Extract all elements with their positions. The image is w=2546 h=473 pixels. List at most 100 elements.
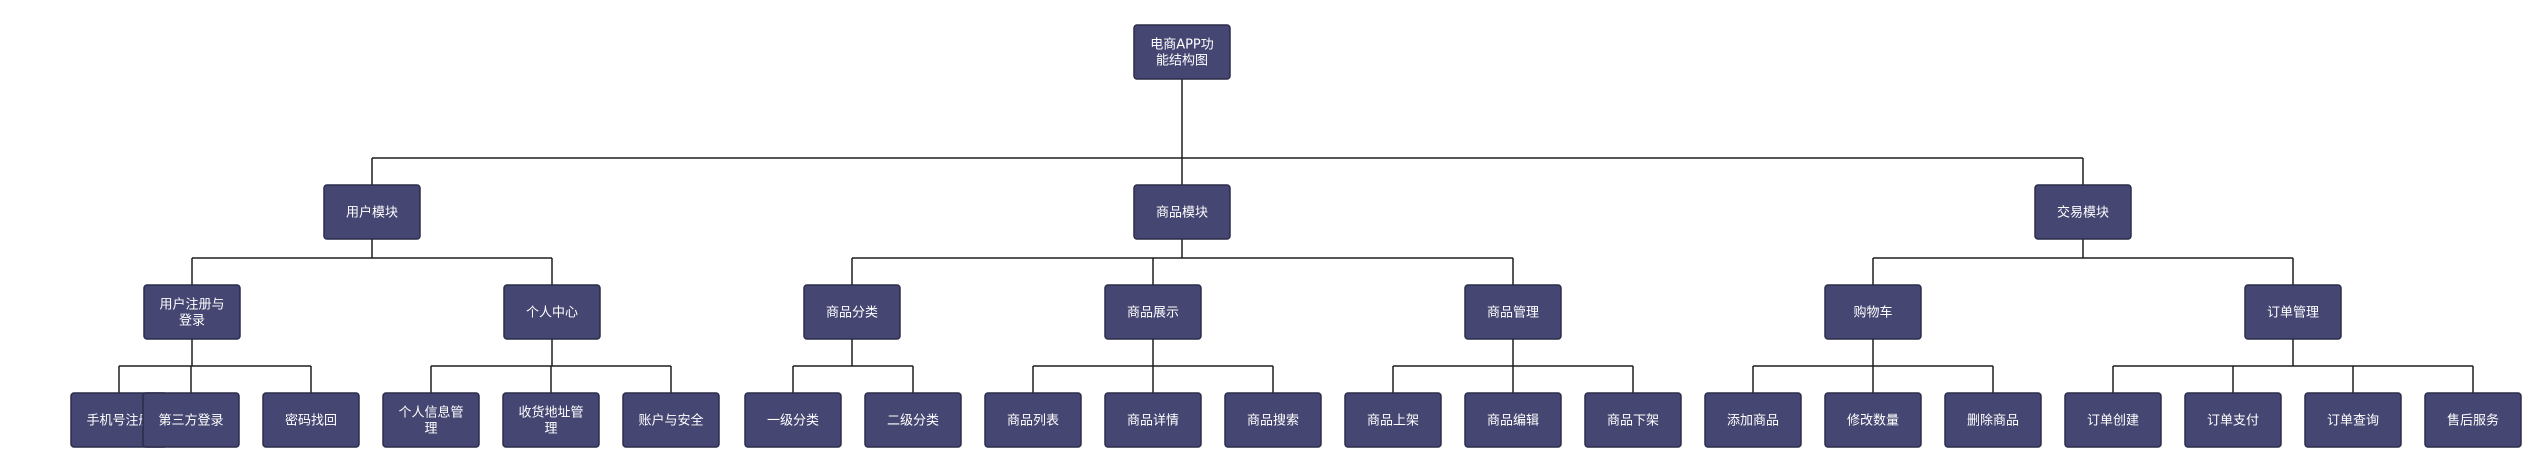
node-label: 个人信息管 — [398, 405, 463, 421]
node-label: 收货地址管 — [518, 405, 583, 421]
diagram-node: 售后服务 — [2424, 392, 2522, 448]
node-box — [744, 392, 842, 448]
diagram-node: 交易模块 — [2034, 184, 2132, 240]
node-label: 用户注册与 — [159, 297, 224, 313]
node-label: 订单创建 — [2087, 414, 2139, 429]
node-label: 理 — [424, 422, 437, 437]
node-box — [1133, 184, 1231, 240]
node-box — [2184, 392, 2282, 448]
diagram-node: 密码找回 — [262, 392, 360, 448]
node-box — [1344, 392, 1442, 448]
node-box — [503, 284, 601, 340]
node-box — [262, 392, 360, 448]
diagram-node: 商品详情 — [1104, 392, 1202, 448]
node-box — [1104, 284, 1202, 340]
node-label: 删除商品 — [1967, 414, 2019, 429]
node-label: 第三方登录 — [158, 413, 223, 429]
node-box — [382, 392, 480, 448]
node-label: 添加商品 — [1727, 414, 1779, 429]
diagram-node: 订单查询 — [2304, 392, 2402, 448]
diagram-node: 商品分类 — [803, 284, 901, 340]
node-box — [1133, 24, 1231, 80]
node-label: 商品下架 — [1607, 414, 1659, 429]
node-box — [1704, 392, 1802, 448]
node-label: 账户与安全 — [638, 413, 703, 429]
diagram-node: 二级分类 — [864, 392, 962, 448]
node-label: 商品分类 — [826, 306, 878, 321]
node-label: 能结构图 — [1156, 54, 1208, 69]
node-box — [2244, 284, 2342, 340]
diagram-node: 个人中心 — [503, 284, 601, 340]
diagram-node: 订单管理 — [2244, 284, 2342, 340]
node-label: 购物车 — [1853, 305, 1892, 321]
diagram-node: 添加商品 — [1704, 392, 1802, 448]
node-box — [803, 284, 901, 340]
node-box — [2424, 392, 2522, 448]
node-label: 商品详情 — [1127, 414, 1179, 429]
diagram-node: 修改数量 — [1824, 392, 1922, 448]
node-label: 商品展示 — [1127, 306, 1179, 321]
node-box — [1584, 392, 1682, 448]
diagram-node: 商品模块 — [1133, 184, 1231, 240]
diagram-node: 购物车 — [1824, 284, 1922, 340]
node-label: 手机号注册 — [86, 414, 151, 429]
node-box — [2064, 392, 2162, 448]
node-label: 二级分类 — [887, 414, 939, 429]
diagram-node: 用户模块 — [323, 184, 421, 240]
node-box — [864, 392, 962, 448]
node-label: 订单支付 — [2207, 414, 2259, 429]
node-label: 电商APP功 — [1150, 38, 1214, 53]
diagram-node: 商品展示 — [1104, 284, 1202, 340]
node-label: 密码找回 — [285, 413, 337, 429]
node-label: 商品搜索 — [1247, 414, 1299, 429]
node-box — [1464, 392, 1562, 448]
diagram-node: 商品下架 — [1584, 392, 1682, 448]
diagram-nodes: 电商APP功能结构图用户模块用户注册与登录手机号注册第三方登录 密码找回 个人中心个… — [70, 24, 2522, 448]
diagram-node: 商品上架 — [1344, 392, 1442, 448]
node-box — [323, 184, 421, 240]
node-box — [1824, 392, 1922, 448]
node-label: 商品模块 — [1156, 206, 1208, 221]
diagram-node: 订单创建 — [2064, 392, 2162, 448]
diagram-node: 第三方登录 — [142, 392, 240, 448]
node-label: 一级分类 — [767, 414, 819, 429]
node-box — [1224, 392, 1322, 448]
node-label: 用户模块 — [346, 205, 398, 221]
node-label: 订单查询 — [2327, 414, 2379, 429]
node-box — [2034, 184, 2132, 240]
node-label: 交易模块 — [2057, 205, 2109, 221]
node-label: 订单管理 — [2267, 306, 2319, 321]
diagram-node: 商品搜索 — [1224, 392, 1322, 448]
node-box — [622, 392, 720, 448]
node-label: 登录 — [179, 314, 205, 329]
node-label: 理 — [544, 422, 557, 437]
node-label: 商品管理 — [1487, 306, 1539, 321]
diagram-node: 订单支付 — [2184, 392, 2282, 448]
node-label: 商品上架 — [1367, 414, 1419, 429]
node-box — [502, 392, 600, 448]
diagram-node: 一级分类 — [744, 392, 842, 448]
node-box — [1464, 284, 1562, 340]
node-label: 商品编辑 — [1487, 414, 1539, 429]
diagram-node: 商品管理 — [1464, 284, 1562, 340]
node-box — [984, 392, 1082, 448]
node-label: 商品列表 — [1007, 414, 1059, 429]
node-box — [1104, 392, 1202, 448]
diagram-node: 商品列表 — [984, 392, 1082, 448]
diagram-node: 商品编辑 — [1464, 392, 1562, 448]
node-label: 个人中心 — [526, 306, 578, 321]
diagram-node: 账户与安全 — [622, 392, 720, 448]
node-label: 修改数量 — [1847, 414, 1899, 429]
diagram-node: 删除商品 — [1944, 392, 2042, 448]
node-box — [1824, 284, 1922, 340]
connector-lines — [118, 79, 2474, 393]
node-box — [1944, 392, 2042, 448]
node-label: 售后服务 — [2447, 413, 2499, 429]
node-box — [2304, 392, 2402, 448]
node-box — [143, 284, 241, 340]
